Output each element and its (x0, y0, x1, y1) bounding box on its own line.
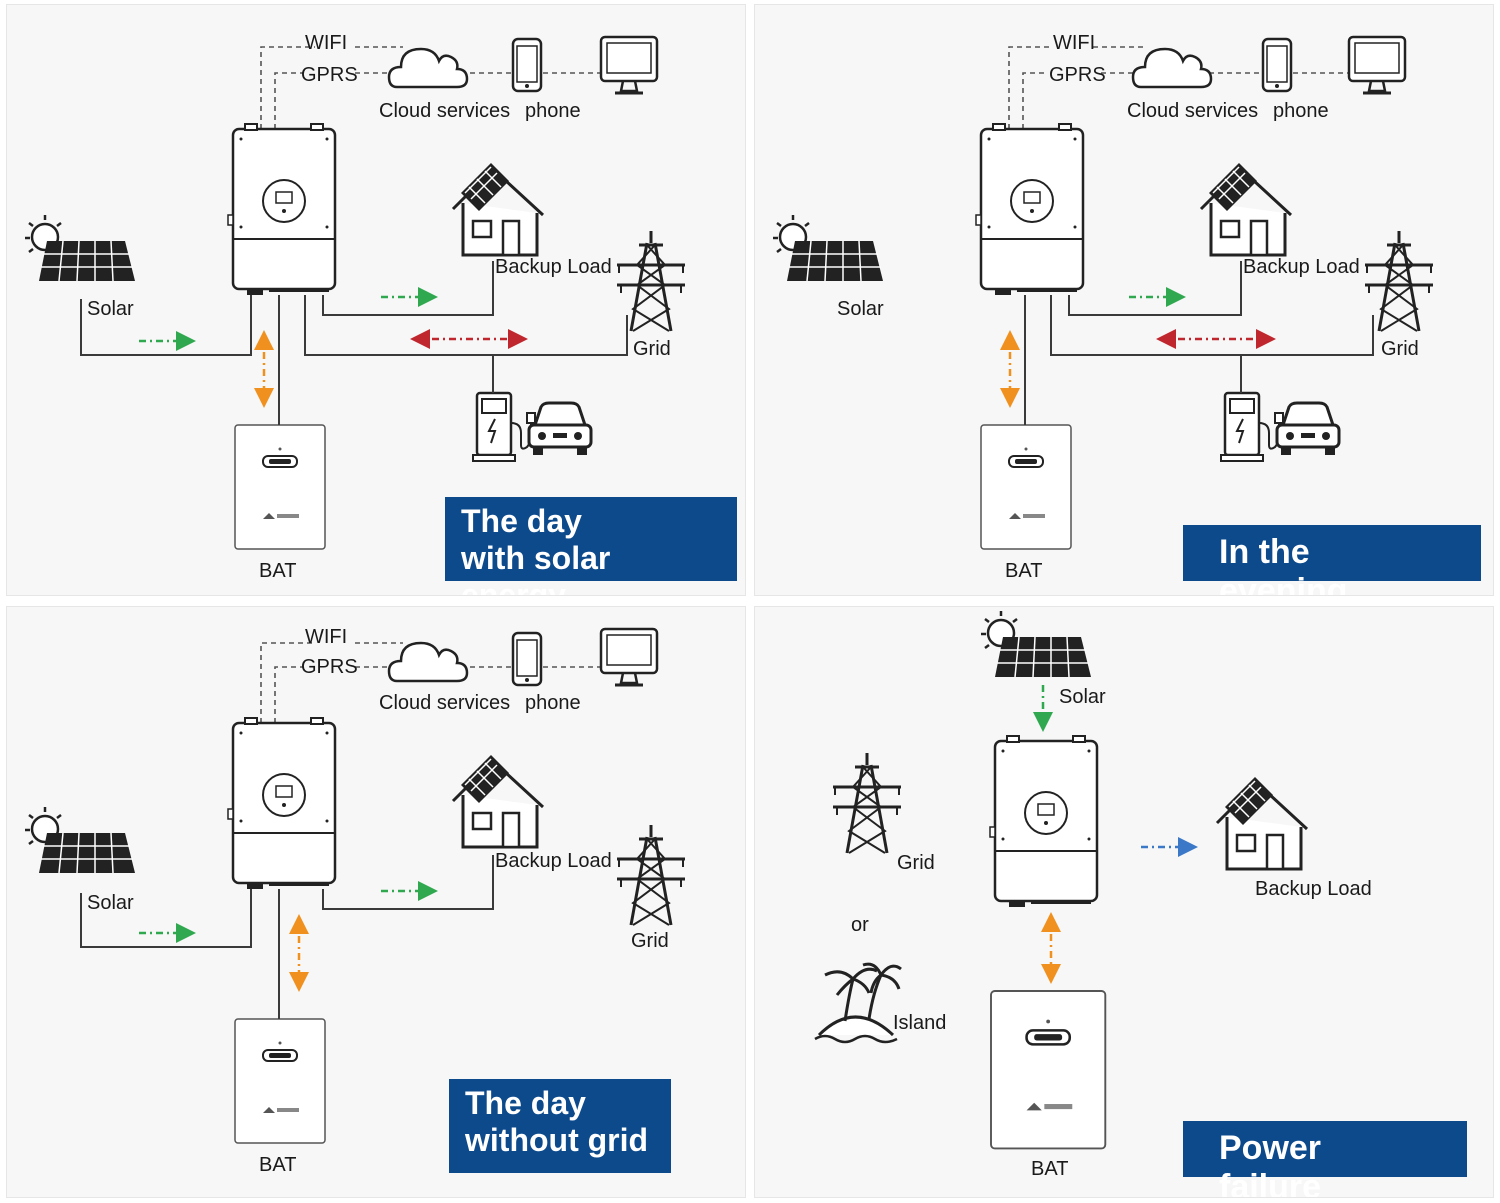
battery-icon (234, 1018, 326, 1144)
house-icon (1215, 775, 1309, 871)
gprs-link (274, 72, 303, 129)
diagram-day-solar (23, 35, 687, 550)
inverter-icon (988, 734, 1099, 909)
house-icon (451, 753, 545, 849)
bat-label: BAT (259, 560, 297, 582)
tower-icon (1363, 229, 1435, 333)
banner-line2: with solar energy (461, 539, 611, 596)
banner-line1: Power failure (1219, 1129, 1322, 1198)
battery-icon (980, 424, 1072, 550)
phone-label: phone (1273, 100, 1329, 122)
backup-load-label: Backup Load (495, 256, 612, 278)
monitor-icon (599, 627, 659, 687)
cloud-label: Cloud services (1127, 100, 1259, 122)
grid-label: Grid (631, 930, 669, 952)
island-icon (813, 962, 903, 1044)
gprs-label: GPRS (301, 64, 358, 86)
phone-icon (511, 631, 543, 687)
panel-evening: WIFI GPRS Cloud services phone Backup Lo… (754, 4, 1494, 596)
banner-evening: In the evening (1183, 525, 1481, 595)
phone-label: phone (525, 692, 581, 714)
phone-icon (1261, 37, 1293, 93)
ev-charger-icon (471, 391, 537, 463)
inverter-icon (974, 122, 1085, 297)
cloud-label: Cloud services (379, 100, 511, 122)
panel-day-solar: WIFI GPRS Cloud services phone Backup Lo… (6, 4, 746, 596)
banner-line1: The day (465, 1085, 586, 1121)
solar-panel-icon (23, 213, 137, 283)
cloud-label: Cloud services (379, 692, 511, 714)
wifi-label: WIFI (305, 32, 348, 54)
solar-wire (80, 295, 252, 356)
grid-label: Grid (633, 338, 671, 360)
banner-power-failure: Power failure (1183, 1121, 1467, 1197)
solar-label: Solar (87, 892, 134, 914)
or-label: or (851, 914, 869, 936)
backup-load-label: Backup Load (495, 850, 612, 872)
cloud-icon (387, 47, 469, 89)
island-label: Island (893, 1012, 947, 1034)
banner-day-solar: The day with solar energy (445, 497, 737, 595)
solar-label: Solar (87, 298, 134, 320)
car-icon (527, 401, 593, 457)
banner-line1: The day (461, 503, 582, 539)
backup-wire (322, 261, 494, 316)
diagram-evening (771, 35, 1435, 550)
wifi-link (260, 46, 315, 129)
tower-icon (831, 751, 903, 855)
bat-label: BAT (1031, 1158, 1069, 1180)
car-icon (1275, 401, 1341, 457)
diagram-day-without-grid (23, 627, 687, 1144)
house-icon (1199, 161, 1293, 257)
solar-panel-icon (23, 805, 137, 875)
phone-icon (511, 37, 543, 93)
bat-label: BAT (1005, 560, 1043, 582)
panel-day-without-grid: WIFI GPRS Cloud services phone Backup Lo… (6, 606, 746, 1198)
battery-icon (989, 989, 1107, 1150)
battery-icon (234, 424, 326, 550)
grid-label: Grid (1381, 338, 1419, 360)
banner-line2: without grid (465, 1121, 649, 1158)
tower-icon (615, 823, 687, 927)
grid-label: Grid (897, 852, 935, 874)
phone-label: phone (525, 100, 581, 122)
banner-day-without-grid: The day without grid (449, 1079, 671, 1173)
backup-load-label: Backup Load (1255, 878, 1372, 900)
cloud-icon (387, 641, 469, 683)
backup-load-label: Backup Load (1243, 256, 1360, 278)
gprs-label: GPRS (301, 656, 358, 678)
solar-panel-icon (771, 213, 885, 283)
grid-wire (304, 295, 628, 356)
inverter-icon (226, 716, 337, 891)
solar-panel-icon (979, 609, 1093, 679)
monitor-icon (1347, 35, 1407, 95)
solar-label: Solar (1059, 686, 1106, 708)
banner-line1: In the evening (1219, 533, 1348, 596)
wifi-label: WIFI (305, 626, 348, 648)
diagram-power-failure (813, 609, 1309, 1150)
bat-label: BAT (259, 1154, 297, 1176)
wifi-label: WIFI (1053, 32, 1096, 54)
inverter-icon (226, 122, 337, 297)
panel-power-failure: Solar Grid or Island Backup Load BAT Pow… (754, 606, 1494, 1198)
cloud-icon (1131, 47, 1213, 89)
gprs-label: GPRS (1049, 64, 1106, 86)
monitor-icon (599, 35, 659, 95)
ev-charger-icon (1219, 391, 1285, 463)
solar-label: Solar (837, 298, 884, 320)
house-icon (451, 161, 545, 257)
